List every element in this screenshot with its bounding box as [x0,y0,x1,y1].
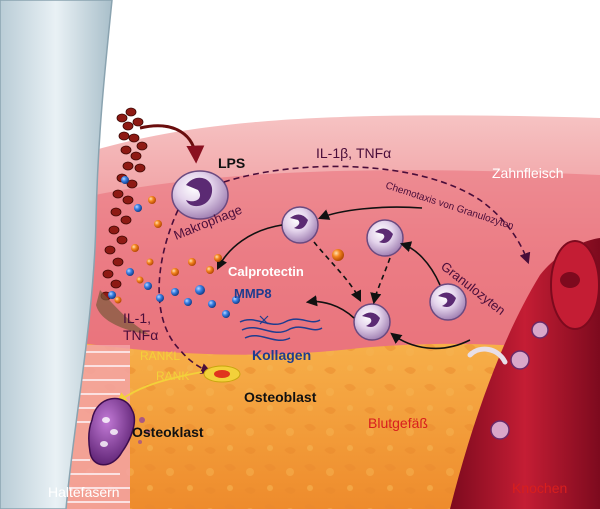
label-tnfa: TNFα [123,327,158,343]
label-il1b-tnfa: IL-1β, TNFα [316,145,391,161]
blood-vessel [450,238,600,509]
chemotaxis-arc [223,165,531,265]
osteoblast-cell [203,365,241,383]
rankl-arrow [116,371,203,404]
makrophage-cell [171,170,229,220]
label-calprotectin: Calprotectin [228,264,304,279]
label-kollagen: Kollagen [252,347,311,363]
label-osteoblast: Osteoblast [244,389,317,405]
label-knochen: Knochen [512,480,567,496]
granulocyte-arrows [216,206,471,350]
kollagen-fibres [239,315,323,341]
granulozyt-3 [429,283,467,321]
calprotectin-molecules [114,196,344,304]
label-zahnfleisch: Zahnfleisch [492,165,564,181]
granulozyt-2 [366,219,404,257]
macrophage-to-osteoblast-arc [158,209,213,374]
label-rank: RANK [156,369,189,383]
label-osteoklast: Osteoklast [132,424,204,440]
label-il1: IL-1, [123,310,151,326]
label-lps: LPS [218,155,245,171]
granulozyten-cells [281,206,467,341]
granulozyt-4 [353,303,391,341]
bacteria-to-macrophage-arrow [139,124,205,164]
label-blutgefaess: Blutgefäß [368,415,428,431]
osteoklast-cell [87,397,151,466]
label-haltefasern: Haltefasern [48,484,120,500]
label-rankl: RANKL [140,349,180,363]
granulozyt-1 [281,206,319,244]
tooth [0,0,113,509]
pocket-dark-tissue [96,290,150,335]
mmp8-molecules [108,176,240,318]
label-mmp8: MMP8 [234,286,272,301]
